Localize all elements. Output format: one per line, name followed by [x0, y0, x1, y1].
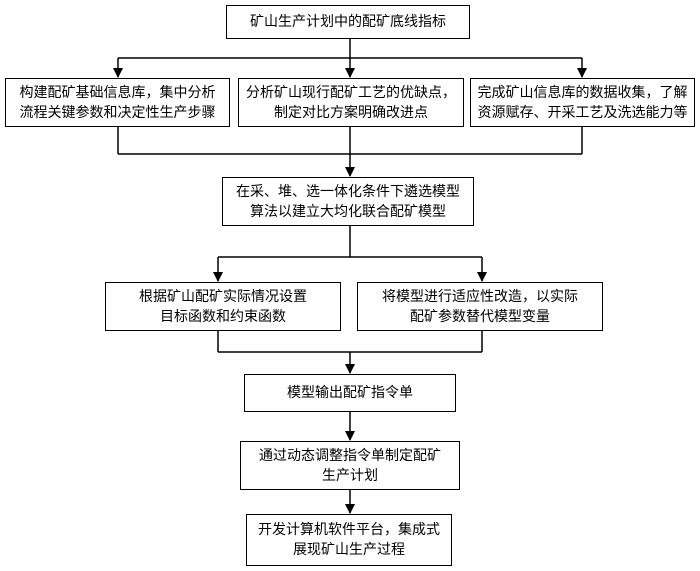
node-process-analysis: 分析矿山现行配矿工艺的优缺点， 制定对比方案明确改进点 [238, 78, 464, 127]
node-data-collection: 完成矿山信息库的数据收集，了解 资源赋存、开采工艺及洗选能力等 [470, 78, 695, 127]
node-model-adaptation: 将模型进行适应性改造，以实际 配矿参数替代模型变量 [357, 282, 603, 331]
node-model-selection-label: 在采、堆、选一体化条件下遴选模型 算法以建立大均化联合配矿模型 [236, 183, 460, 220]
node-process-analysis-label: 分析矿山现行配矿工艺的优缺点， 制定对比方案明确改进点 [246, 84, 456, 121]
node-data-collection-label: 完成矿山信息库的数据收集，了解 资源赋存、开采工艺及洗选能力等 [477, 84, 688, 121]
node-info-library-label: 构建配矿基础信息库，集中分析 流程关键参数和决定性生产步骤 [19, 84, 216, 121]
node-info-library: 构建配矿基础信息库，集中分析 流程关键参数和决定性生产步骤 [5, 78, 230, 127]
node-output-order-label: 模型输出配矿指令单 [287, 385, 413, 401]
node-baseline-indicator-label: 矿山生产计划中的配矿底线指标 [250, 14, 446, 30]
node-software-platform-label: 开发计算机软件平台，集成式 展现矿山生产过程 [258, 522, 440, 558]
node-objective-function: 根据矿山配矿实际情况设置 目标函数和约束函数 [105, 282, 341, 331]
node-objective-function-label: 根据矿山配矿实际情况设置 目标函数和约束函数 [139, 288, 307, 325]
node-model-adaptation-label: 将模型进行适应性改造，以实际 配矿参数替代模型变量 [382, 288, 578, 325]
node-model-selection: 在采、堆、选一体化条件下遴选模型 算法以建立大均化联合配矿模型 [222, 177, 474, 226]
node-software-platform: 开发计算机软件平台，集成式 展现矿山生产过程 [246, 514, 452, 566]
node-output-order: 模型输出配矿指令单 [244, 374, 456, 412]
node-baseline-indicator: 矿山生产计划中的配矿底线指标 [226, 5, 470, 39]
node-dynamic-adjust: 通过动态调整指令单制定配矿 生产计划 [240, 441, 460, 490]
node-dynamic-adjust-label: 通过动态调整指令单制定配矿 生产计划 [259, 447, 441, 484]
